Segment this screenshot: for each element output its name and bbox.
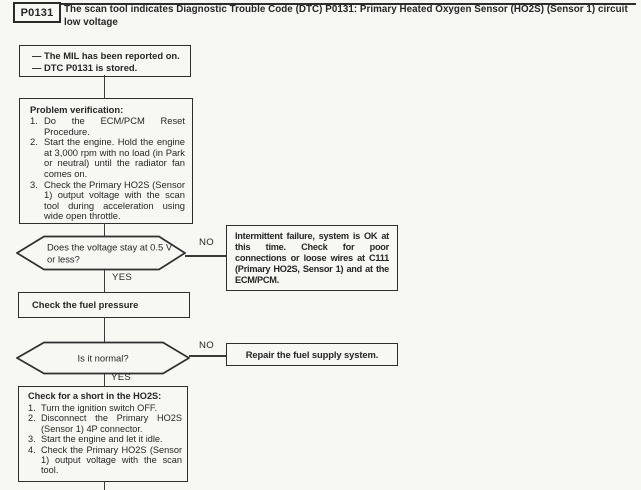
short-check-title: Check for a short in the HO2S: xyxy=(28,391,162,401)
decision-voltage-question: Does the voltage stay at 0.5 V or less? xyxy=(47,241,173,265)
decision-shape xyxy=(16,235,186,271)
short-check-step-3: 3. Start the engine and let it idle. xyxy=(28,434,182,444)
step-text: Start the engine and let it idle. xyxy=(41,434,163,445)
connector-voltage-no xyxy=(185,255,226,257)
step-number: 3. xyxy=(30,178,38,190)
decision-normal-hex: Is it normal? xyxy=(16,341,190,375)
verification-step-1: 1. Do the ECM/PCM Reset Procedure. xyxy=(30,115,185,137)
short-check-step-1: 1. Turn the ignition switch OFF. xyxy=(28,403,182,413)
connector-normal-no xyxy=(189,355,226,357)
short-check-step-4: 4. Check the Primary HO2S (Sensor 1) out… xyxy=(28,445,182,476)
step-number: 3. xyxy=(28,434,36,445)
step-number: 2. xyxy=(28,413,36,424)
step-number: 4. xyxy=(28,444,36,455)
problem-verification-title: Problem verification: xyxy=(30,104,124,115)
dtc-stored-line: — DTC P0131 is stored. xyxy=(32,61,138,73)
fuel-pressure-box: Check the fuel pressure xyxy=(18,292,190,318)
verification-step-2: 2. Start the engine. Hold the engine at … xyxy=(30,136,185,179)
verification-step-3: 3. Check the Primary HO2S (Sensor 1) out… xyxy=(30,178,185,222)
short-check-step-2: 2. Disconnect the Primary HO2S (Sensor 1… xyxy=(28,413,182,434)
decision-voltage-hex: Does the voltage stay at 0.5 V or less? xyxy=(16,235,186,271)
connector-normal-yes xyxy=(103,374,106,387)
step-text: Disconnect the Primary HO2S (Sensor 1) 4… xyxy=(41,413,182,434)
mil-status-box: — The MIL has been reported on. — DTC P0… xyxy=(19,45,191,77)
dtc-code: P0131 xyxy=(20,6,54,19)
yes-label-normal: YES xyxy=(111,372,132,383)
mil-reported-line: — The MIL has been reported on. xyxy=(32,50,180,61)
connector-fuel-to-decision xyxy=(103,317,106,342)
yes-label-voltage: YES xyxy=(112,272,133,283)
step-number: 2. xyxy=(30,136,38,148)
intermittent-failure-box: Intermittent failure, system is OK at th… xyxy=(226,225,398,291)
short-check-box: Check for a short in the HO2S: 1. Turn t… xyxy=(18,386,188,482)
decision-normal-question: Is it normal? xyxy=(77,352,129,364)
step-text: Check the Primary HO2S (Sensor 1) output… xyxy=(41,444,182,476)
no-label-normal: NO xyxy=(199,340,214,351)
dtc-description: The scan tool indicates Diagnostic Troub… xyxy=(64,4,628,28)
step-number: 1. xyxy=(28,403,36,413)
connector-continue-below xyxy=(103,481,106,490)
connector-verification-to-decision xyxy=(103,223,106,236)
step-text: Start the engine. Hold the engine at 3,0… xyxy=(44,136,185,179)
no-label-voltage: NO xyxy=(199,237,214,248)
dtc-code-box: P0131 xyxy=(13,2,61,23)
problem-verification-box: Problem verification: 1. Do the ECM/PCM … xyxy=(19,98,193,224)
step-text: Do the ECM/PCM Reset Procedure. xyxy=(44,115,185,137)
connector-voltage-yes xyxy=(103,270,106,293)
header-rule xyxy=(13,3,636,5)
step-text: Turn the ignition switch OFF. xyxy=(41,403,158,413)
repair-fuel-box: Repair the fuel supply system. xyxy=(226,343,398,366)
decision-shape xyxy=(16,341,190,375)
step-number: 1. xyxy=(30,115,38,126)
connector-mil-to-verification xyxy=(103,75,106,99)
step-text: Check the Primary HO2S (Sensor 1) output… xyxy=(44,178,185,222)
